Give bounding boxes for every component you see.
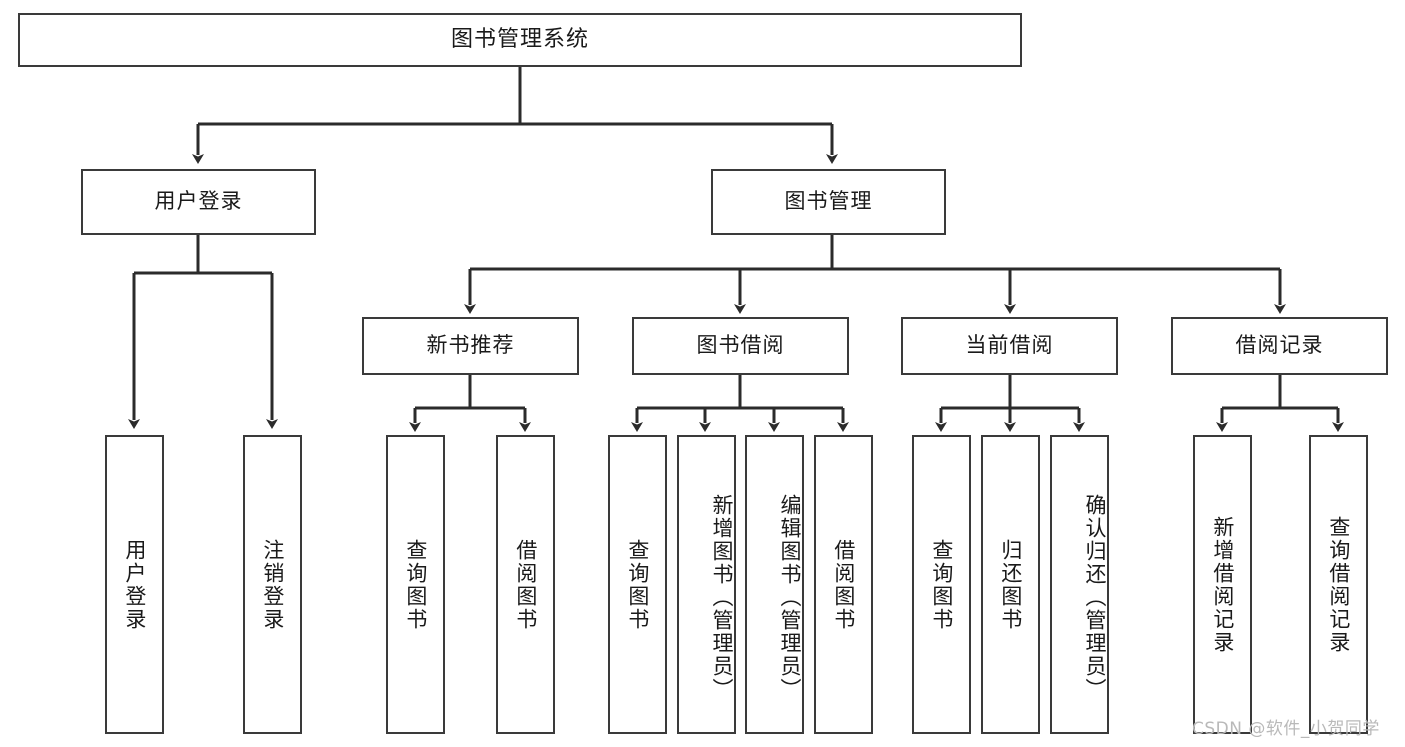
node-root-system[interactable]: 图书管理系统 <box>18 13 1022 67</box>
node-label: 用户登录 <box>154 189 243 214</box>
leaf-recommend-query-book[interactable]: 查询图书 <box>386 435 445 734</box>
leaf-user-login-login[interactable]: 用户登录 <box>105 435 164 734</box>
node-label: 归还图书 <box>998 538 1023 631</box>
node-label: 用户登录 <box>122 538 147 631</box>
node-label: 新书推荐 <box>426 333 515 358</box>
leaf-recommend-borrow-book[interactable]: 借阅图书 <box>496 435 555 734</box>
node-label: 新增借阅记录 <box>1210 515 1235 654</box>
leaf-borrow-query-book[interactable]: 查询图书 <box>608 435 667 734</box>
node-borrow-record[interactable]: 借阅记录 <box>1171 317 1388 375</box>
node-label: 查询图书 <box>929 538 954 631</box>
node-label: 注销登录 <box>260 538 285 631</box>
node-label: 编辑图书（管理员） <box>778 494 802 701</box>
leaf-borrow-borrow-book[interactable]: 借阅图书 <box>814 435 873 734</box>
node-user-login[interactable]: 用户登录 <box>81 169 316 235</box>
leaf-current-confirm-return-admin[interactable]: 确认归还（管理员） <box>1050 435 1109 734</box>
leaf-user-login-logout[interactable]: 注销登录 <box>243 435 302 734</box>
leaf-current-return-book[interactable]: 归还图书 <box>981 435 1040 734</box>
node-label: 图书借阅 <box>696 333 785 358</box>
node-label: 确认归还（管理员） <box>1083 494 1107 701</box>
node-book-management[interactable]: 图书管理 <box>711 169 946 235</box>
node-label: 图书管理系统 <box>450 26 589 52</box>
leaf-record-add-record[interactable]: 新增借阅记录 <box>1193 435 1252 734</box>
leaf-borrow-edit-book-admin[interactable]: 编辑图书（管理员） <box>745 435 804 734</box>
node-current-borrow[interactable]: 当前借阅 <box>901 317 1118 375</box>
node-label: 借阅图书 <box>513 538 538 631</box>
node-label: 借阅图书 <box>831 538 856 631</box>
node-book-borrow[interactable]: 图书借阅 <box>632 317 849 375</box>
leaf-record-query-record[interactable]: 查询借阅记录 <box>1309 435 1368 734</box>
node-label: 当前借阅 <box>965 333 1054 358</box>
csdn-watermark: CSDN @软件_小贺同学 <box>1192 719 1380 739</box>
node-label: 查询图书 <box>625 538 650 631</box>
leaf-current-query-book[interactable]: 查询图书 <box>912 435 971 734</box>
node-label: 新增图书（管理员） <box>710 494 734 701</box>
node-label: 查询借阅记录 <box>1326 515 1351 654</box>
node-label: 查询图书 <box>403 538 428 631</box>
node-label: 借阅记录 <box>1235 333 1324 358</box>
node-label: 图书管理 <box>784 189 873 214</box>
leaf-borrow-add-book-admin[interactable]: 新增图书（管理员） <box>677 435 736 734</box>
node-new-book-recommend[interactable]: 新书推荐 <box>362 317 579 375</box>
